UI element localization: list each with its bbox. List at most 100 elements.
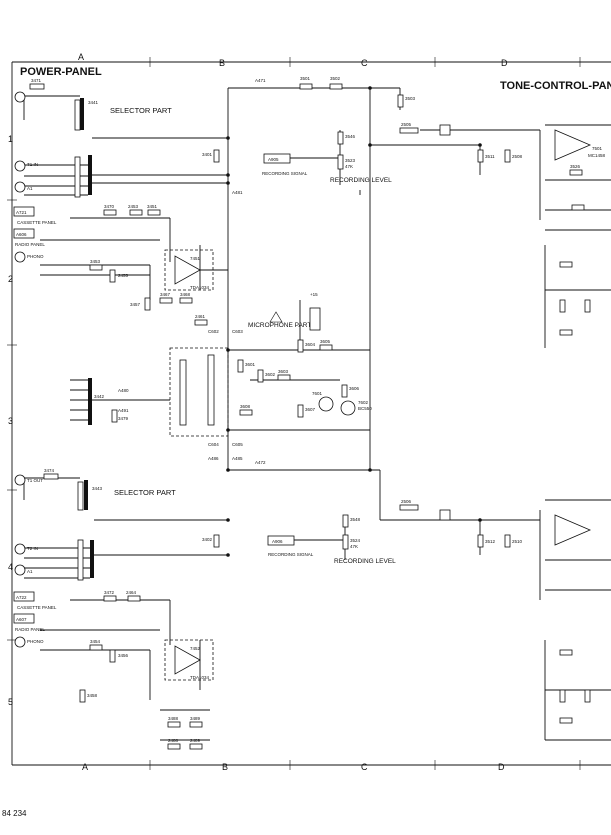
switch-block-2	[74, 156, 81, 198]
grid-col-c-top: C	[361, 58, 368, 68]
mid-switch: 3442 3479	[70, 378, 170, 425]
switch-block-1	[74, 99, 81, 131]
label-3501: 3501	[300, 76, 311, 81]
capacitor-2464	[127, 595, 141, 602]
resistor-3479	[111, 409, 118, 423]
coil-2	[439, 509, 451, 521]
selector-part-label-1: SELECTOR PART	[110, 106, 172, 115]
resistor-3402	[213, 534, 220, 548]
radio-panel-label-1: RADIO PANEL	[15, 242, 45, 247]
label-3401: 3401	[202, 152, 213, 157]
label-3503: 3503	[405, 96, 416, 101]
resistor-3474	[43, 473, 59, 480]
label-2505: 2505	[401, 122, 412, 127]
label-a1-lower: A1	[27, 569, 33, 574]
label-3548: 3548	[350, 517, 361, 522]
capacitor-2510	[504, 534, 511, 548]
net-a485: A485	[232, 456, 243, 461]
capacitor-2488	[167, 743, 181, 750]
capacitor-2505	[399, 127, 419, 134]
cassette-panel-label-1: CASSETTE PANEL	[17, 220, 57, 225]
jack-aux-2	[14, 564, 26, 576]
resistor-3602	[257, 369, 264, 383]
label-3602: 3602	[265, 372, 276, 377]
resistor-3488	[167, 721, 181, 728]
label-2506: 2506	[401, 499, 412, 504]
resistor-3456	[109, 649, 116, 663]
opamp-7452-box	[164, 639, 214, 681]
upper-channel-wiring	[23, 87, 611, 470]
mic-preamp-resistor-stack	[309, 307, 321, 331]
resistor-3501	[299, 83, 313, 90]
net-c602: C602	[208, 329, 219, 334]
resistor-3532	[559, 329, 573, 336]
resistor-3489	[189, 721, 203, 728]
recording-signal-label-2: RECORDING SIGNAL	[268, 552, 314, 557]
label-t2-in: T2 IN	[27, 546, 38, 551]
resistor-3601	[237, 359, 244, 373]
label-7501: 7501	[592, 146, 603, 151]
resistor-3526	[569, 169, 583, 176]
capacitor-2508	[504, 149, 511, 163]
label-3451: 3451	[147, 204, 158, 209]
jack-aux-1	[14, 181, 26, 193]
label-3470: 3470	[104, 204, 115, 209]
capacitor-2461	[194, 319, 208, 326]
resistor-3451	[147, 209, 161, 216]
resistor-3503	[397, 94, 404, 108]
potentiometer-3524	[342, 534, 349, 550]
jack-t-out	[14, 474, 26, 486]
resistor-3401	[213, 149, 220, 163]
jack-top	[14, 91, 26, 103]
coil-1	[439, 124, 451, 136]
resistor-3607	[297, 404, 304, 418]
jack-phono-2	[14, 636, 26, 648]
label-3603: 3603	[278, 369, 289, 374]
module-a721	[13, 206, 35, 217]
label-3467: 3467	[160, 292, 171, 297]
label-3604: 3604	[305, 342, 316, 347]
input-jacks: T1 IN A1 A721 A606 PHONO T1 OUT T2 IN A1…	[13, 91, 44, 648]
label-tda1034-lower: TDA1034	[190, 675, 210, 680]
cassette-panel-label-2: CASSETTE PANEL	[17, 605, 57, 610]
label-3502: 3502	[330, 76, 341, 81]
jack-tape-in-1	[14, 160, 26, 172]
resistor-3511	[477, 149, 484, 163]
label-a607: A607	[16, 617, 27, 622]
resistor-3528	[571, 204, 585, 211]
drawing-number: 84 234	[2, 809, 27, 818]
module-a606	[13, 228, 35, 239]
value-47k-upper: 47K	[345, 164, 353, 169]
label-2453: 2453	[128, 204, 139, 209]
label-3523: 3523	[345, 158, 356, 163]
transistor-7602	[340, 400, 356, 416]
label-3524: 3524	[350, 538, 361, 543]
jack-phono-1	[14, 251, 26, 263]
microphone-part: 3601 3602 3603 3604 3605 3606 3607 3608 …	[169, 292, 372, 437]
grid-row-3: 3	[8, 416, 13, 426]
label-2508: 2508	[512, 154, 523, 159]
resistor-3458	[79, 689, 86, 703]
resistor-3468	[179, 297, 193, 304]
recording-level-label-2: RECORDING LEVEL	[334, 558, 396, 565]
resistor-3467	[159, 297, 173, 304]
net-a481: A481	[232, 190, 243, 195]
resistor-3454	[89, 644, 103, 651]
jack-tape-in-2	[14, 543, 26, 555]
resistor-3471	[29, 83, 45, 90]
switch-block-3	[77, 481, 84, 511]
mic-selector-box	[169, 347, 229, 437]
label-t1-in: T1 IN	[27, 162, 38, 167]
label-2455: 2455	[118, 273, 129, 278]
net-a491: A491	[118, 408, 129, 413]
drawing-frame	[7, 57, 611, 770]
label-3443: 3443	[92, 486, 103, 491]
label-2510: 2510	[512, 539, 523, 544]
resistor-3470	[103, 209, 117, 216]
label-a722: A722	[16, 595, 27, 600]
label-plus15: +15	[310, 292, 318, 297]
resistor-3546	[337, 131, 344, 145]
label-a906: A906	[272, 539, 283, 544]
junction-dots	[226, 86, 482, 557]
